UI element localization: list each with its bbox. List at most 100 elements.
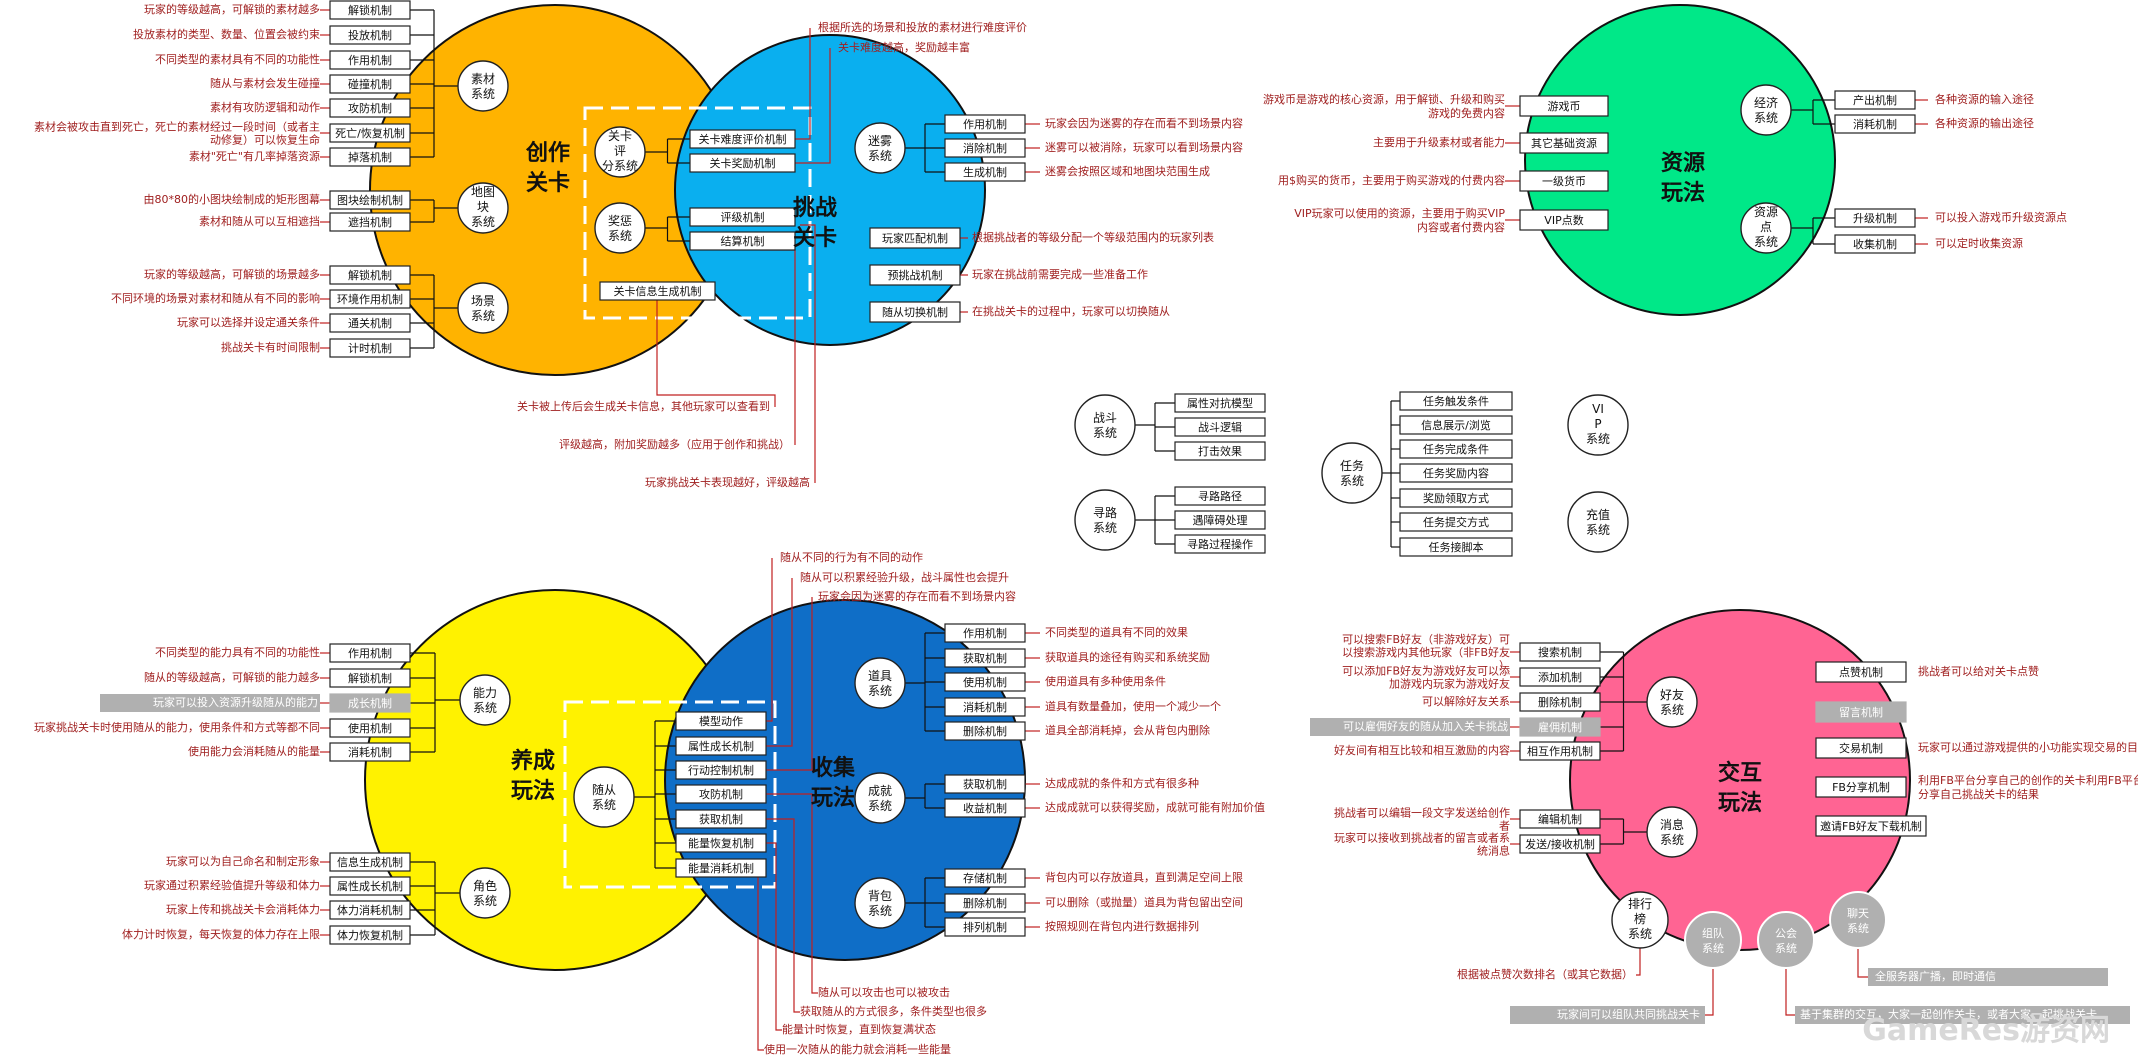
currency-box-label: 游戏币 (1548, 100, 1581, 113)
recharge-system-label: 充值系统 (1586, 507, 1610, 537)
connector (656, 300, 776, 407)
path-mech-label: 寻路路径 (1198, 490, 1242, 503)
currency-box-label: VIP点数 (1544, 214, 1583, 227)
task-mech (1399, 415, 1513, 435)
collect-mech-label: 排列机制 (963, 920, 1007, 934)
collect-mech-label: 作用机制 (963, 626, 1007, 640)
collect-mech (944, 721, 1026, 741)
interact-mech (1519, 717, 1601, 737)
collect-title: 收集玩法 (811, 755, 856, 811)
resource-mech-label: 收集机制 (1853, 237, 1897, 251)
path-system (1074, 489, 1136, 551)
collect-note: 道具全部消耗掉，会从背包内删除 (1045, 723, 1210, 737)
connector (1785, 968, 1795, 1016)
create-note: 玩家可以选择并设定通关条件 (177, 315, 320, 329)
team-note: 玩家间可以组队共同挑战关卡 (1557, 1007, 1700, 1021)
create-mech-label: 碰撞机制 (348, 77, 392, 91)
interact-bottom-2-label: 公会系统 (1775, 927, 1797, 955)
create-mech-label: 投放机制 (348, 28, 392, 42)
interact-note: 可以解除好友关系 (1422, 694, 1510, 708)
create-mech-label: 攻防机制 (348, 101, 392, 115)
connector (795, 48, 831, 164)
connector (795, 28, 811, 140)
create-note: 玩家的等级越高，可解锁的场景越多 (144, 267, 320, 281)
recharge-system (1567, 491, 1629, 553)
cultivate-mech (329, 718, 411, 738)
create-note: 由80*80的小图块绘制成的矩形图幕 (144, 192, 321, 206)
create-mech (329, 25, 411, 45)
gray-note-bg (1510, 1006, 1705, 1024)
create-mech-label: 解锁机制 (348, 3, 392, 17)
collect-mech (944, 917, 1026, 937)
follower-mech-label: 攻防机制 (699, 787, 743, 801)
path-mech (1174, 510, 1266, 530)
fog-mech (944, 114, 1026, 134)
create-mech (329, 74, 411, 94)
collect-sub-2-label: 背包系统 (868, 889, 892, 918)
follower-bottom-note: 随从可以攻击也可以被攻击 (818, 985, 950, 999)
create-note: 不同环境的场景对素材和随从有不同的影响 (111, 291, 320, 305)
challenge-mech-label: 随从切换机制 (882, 305, 948, 319)
cultivate-mech-label: 体力恢复机制 (337, 928, 403, 942)
create-title: 创作关卡 (525, 141, 570, 196)
interact-right-mech-label: 交易机制 (1839, 741, 1883, 755)
interact-mech (1519, 741, 1601, 761)
cultivate-mech-label: 解锁机制 (348, 671, 392, 685)
follower-bottom-note: 能量计时恢复，直到恢复满状态 (782, 1022, 936, 1036)
follower-system-label: 随从系统 (592, 782, 616, 812)
interact-mech-label: 发送/接收机制 (1525, 837, 1595, 851)
challenge-note: 在挑战关卡的过程中，玩家可以切换随从 (972, 304, 1170, 318)
create-mech (329, 123, 411, 143)
create-mech-label: 遮挡机制 (348, 215, 392, 229)
challenge-note: 玩家在挑战前需要完成一些准备工作 (972, 267, 1148, 281)
watermark: GameRes游资网 (1862, 1013, 2110, 1048)
interact-note: 可以搜索FB好友（非游戏好友）可以搜索游戏内其他玩家（非FB好友） (1342, 632, 1510, 672)
interact-bottom-2 (1757, 911, 1815, 969)
cultivate-mech (329, 668, 411, 688)
collect-note: 获取道具的途径有购买和系统奖励 (1045, 650, 1210, 664)
cultivate-mech-label: 体力消耗机制 (337, 903, 403, 917)
interact-bottom-3 (1829, 891, 1887, 949)
eval-system (594, 126, 646, 178)
follower-mech-label: 能量消耗机制 (688, 861, 754, 875)
currency-box-label: 一级货币 (1542, 174, 1586, 188)
create-sub-2-label: 场景系统 (471, 294, 495, 323)
create-mech-label: 计时机制 (348, 341, 392, 355)
follower-top-note: 玩家会因为迷雾的存在而看不到场景内容 (818, 589, 1016, 603)
create-bottom-note: 关卡被上传后会生成关卡信息，其他玩家可以查看到 (517, 399, 770, 413)
follower-mech (675, 809, 767, 829)
cultivate-sub-0 (459, 674, 511, 726)
follower-mech-label: 能量恢复机制 (688, 836, 754, 850)
task-mech-label: 任务接脚本 (1429, 540, 1484, 554)
collect-mech-label: 收益机制 (963, 801, 1007, 815)
gray-note-bg (1310, 718, 1510, 736)
interact-note: 玩家可以接收到挑战者的留言或者系统消息 (1334, 831, 1510, 858)
fog-mech-label: 生成机制 (963, 165, 1007, 179)
create-bottom-note: 评级越高，附加奖励越多（应用于创作和挑战） (559, 437, 790, 451)
task-system (1321, 442, 1383, 504)
follower-mech-label: 属性成长机制 (688, 739, 754, 753)
shared-mech (689, 129, 796, 149)
guild-note: 基于集群的交互，大家一起创作关卡，或者大家一起挑战关卡 (1800, 1007, 2097, 1021)
currency-box (1519, 132, 1609, 154)
interact-note: 可以添加FB好友为游戏好友可以添加游戏内玩家为游戏好友 (1342, 664, 1510, 691)
cultivate-note: 体力计时恢复，每天恢复的体力存在上限 (122, 927, 320, 941)
task-mech-label: 任务触发条件 (1423, 394, 1489, 408)
currency-note: 游戏币是游戏的核心资源，用于解锁、升级和购买游戏的免费内容 (1263, 92, 1505, 120)
resource-sub-0-label: 经济系统 (1754, 95, 1778, 125)
cultivate-note: 玩家通过积累经验值提升等级和体力 (144, 878, 320, 892)
challenge-mech (869, 227, 961, 249)
cultivate-title: 养成玩法 (510, 748, 555, 804)
interact-mech-label: 雇佣机制 (1538, 720, 1582, 734)
resource-sub-0 (1740, 84, 1792, 136)
create-note: 素材和随从可以互相遮挡 (199, 214, 320, 228)
interact-note: 好友间有相互比较和相互激励的内容 (1334, 743, 1510, 757)
interact-mech-label: 编辑机制 (1538, 812, 1582, 826)
task-mech (1399, 391, 1513, 411)
interact-right-mech-label: 点赞机制 (1839, 665, 1883, 679)
vip-system (1567, 394, 1629, 456)
create-note: 素材有攻防逻辑和动作 (210, 100, 320, 114)
interact-right-mech-label: 邀请FB好友下载机制 (1820, 819, 1922, 833)
